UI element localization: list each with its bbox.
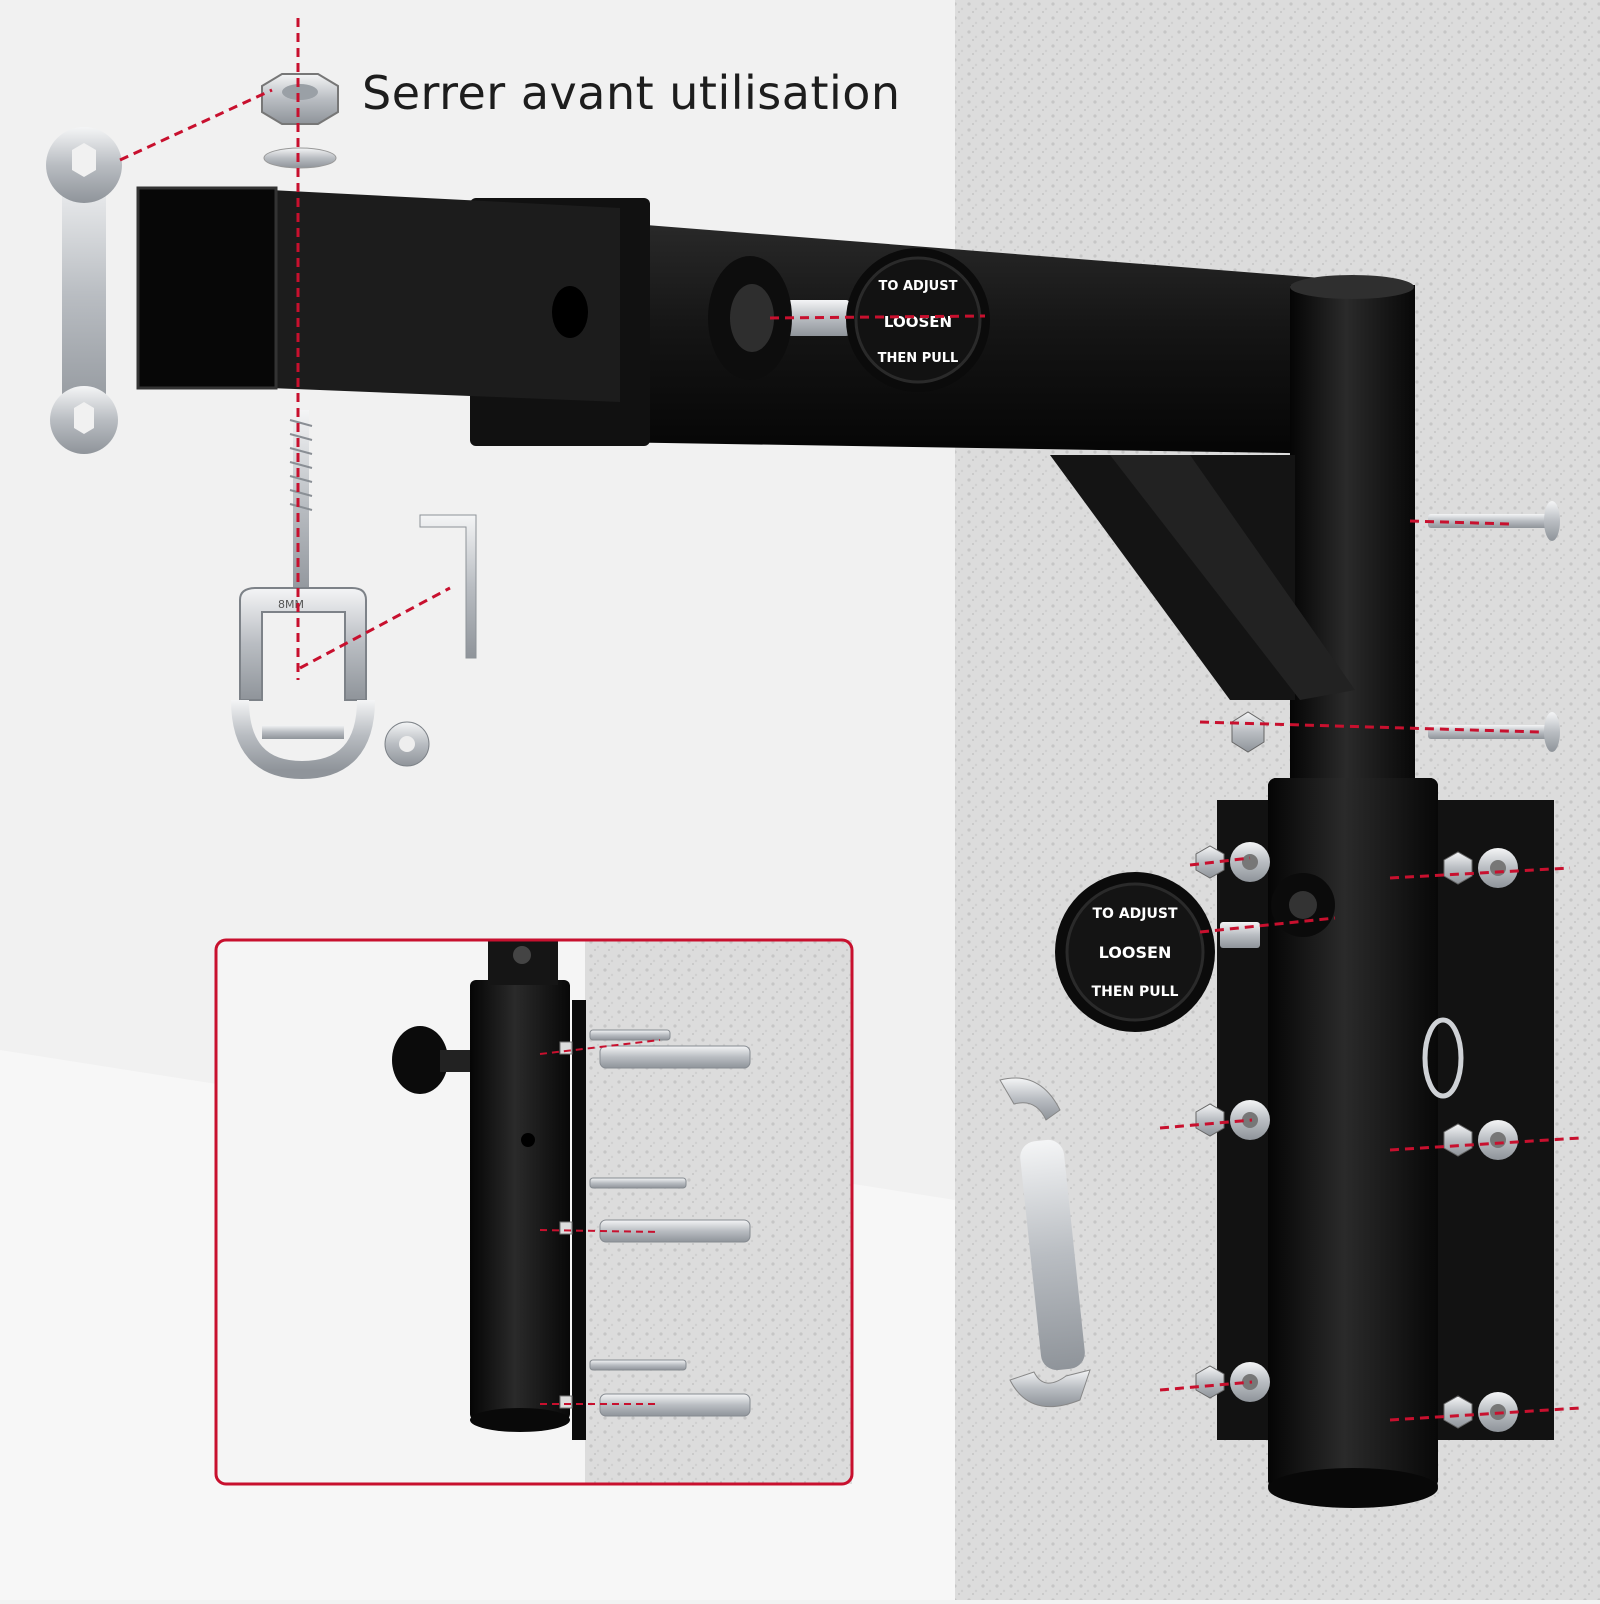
install-detail-inset	[214, 938, 854, 1486]
knob-lower-line3: THEN PULL	[1092, 984, 1179, 1000]
ring-wrench	[46, 127, 122, 454]
locking-ring	[1422, 1017, 1464, 1099]
adjust-knob-upper: TO ADJUST LOOSEN THEN PULL	[708, 248, 990, 392]
hex-key	[419, 514, 477, 659]
inset-border	[214, 938, 854, 1486]
eye-bolt	[289, 410, 313, 600]
top-nut	[261, 73, 339, 125]
adjust-knob-lower: TO ADJUST LOOSEN THEN PULL	[1055, 872, 1335, 1032]
swivel-clevis: 8MM	[231, 587, 430, 780]
assembly-guide-lines	[119, 18, 1581, 1422]
tighten-instruction-caption: Serrer avant utilisation	[362, 66, 901, 120]
diagonal-brace	[1050, 455, 1295, 700]
knob-lower-line2: LOOSEN	[1099, 943, 1172, 962]
knob-lower-line1: TO ADJUST	[1093, 906, 1178, 922]
knob-upper-line3: THEN PULL	[878, 351, 959, 366]
inner-tube	[270, 190, 620, 402]
clevis-stamp: 8MM	[278, 598, 304, 611]
open-wrench	[999, 1077, 1091, 1408]
knob-upper-line1: TO ADJUST	[879, 279, 958, 294]
tube-end-cap	[136, 186, 278, 390]
adjust-hole	[552, 286, 588, 338]
lower-sleeve-front	[1268, 778, 1438, 1488]
top-washer	[263, 147, 337, 169]
